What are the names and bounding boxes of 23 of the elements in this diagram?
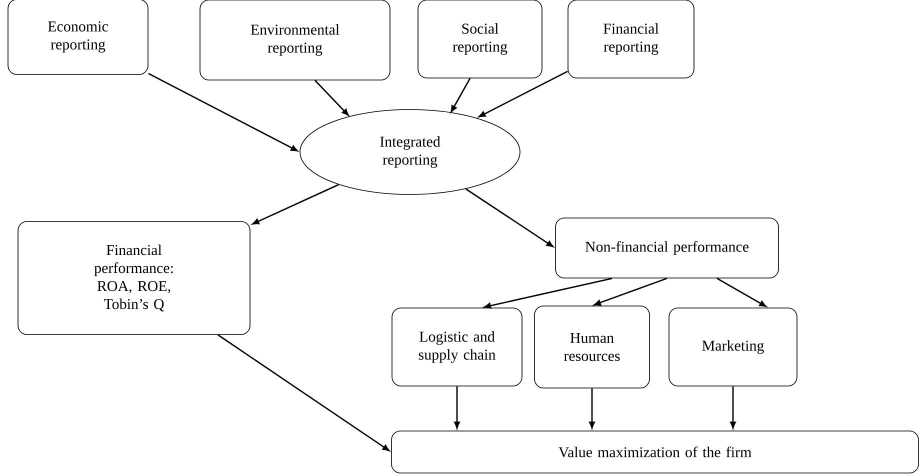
- arrow: [730, 386, 736, 428]
- arrow: [148, 72, 298, 152]
- arrow: [454, 386, 460, 428]
- process-box: Financial performance: ROA, ROE, Tobin’s Q: [18, 221, 250, 335]
- arrow: [716, 278, 766, 307]
- arrow: [594, 278, 668, 306]
- process-box: Financial reporting: [568, 0, 694, 78]
- arrow: [450, 78, 471, 112]
- arrow: [218, 334, 390, 452]
- process-box: Social reporting: [418, 0, 542, 78]
- arrow: [314, 80, 349, 116]
- arrow: [589, 388, 595, 428]
- arrow: [466, 188, 554, 248]
- arrow: [484, 278, 612, 309]
- arrow: [478, 70, 568, 118]
- process-box: Environmental reporting: [200, 0, 390, 80]
- process-box: Economic reporting: [8, 0, 148, 75]
- process-box: Marketing: [668, 308, 798, 386]
- process-box: Value maximization of the firm: [391, 430, 919, 474]
- process-box: Logistic and supply chain: [392, 308, 522, 386]
- arrow: [252, 184, 339, 224]
- process-box: Human resources: [534, 306, 650, 388]
- process-box: Non-financial performance: [555, 218, 779, 278]
